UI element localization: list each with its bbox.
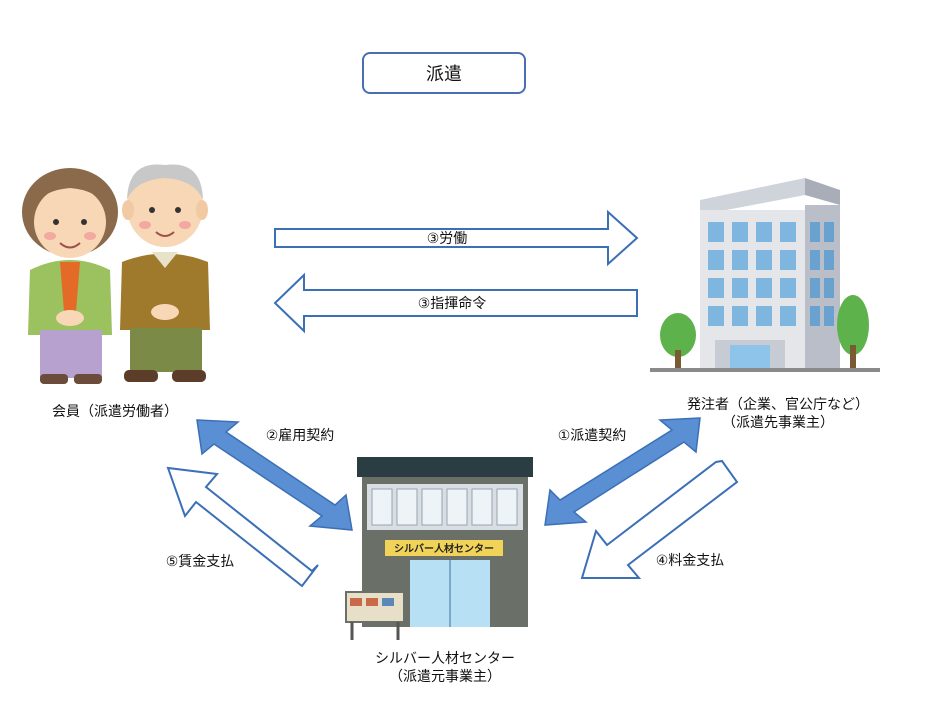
- building-window: [810, 278, 820, 298]
- building-window: [780, 306, 796, 326]
- employment-contract-label: ②雇用契約: [266, 427, 335, 444]
- building-window: [824, 306, 834, 326]
- fee-payment-arrow: [580, 459, 739, 579]
- building-window: [756, 250, 772, 270]
- building-window: [780, 250, 796, 270]
- building-window: [756, 222, 772, 242]
- dispatch-contract-arrow: [544, 417, 701, 526]
- building-window: [756, 278, 772, 298]
- center-label-line2: （派遣元事業主）: [389, 669, 501, 685]
- building-window: [824, 250, 834, 270]
- tree-icons: [650, 295, 880, 372]
- center-sign-label: シルバー人材センター: [394, 542, 494, 555]
- wage-payment-label: ⑤賃金支払: [166, 554, 235, 570]
- center-window: [446, 488, 468, 526]
- employment-contract-arrow: [196, 419, 353, 531]
- building-window: [708, 278, 724, 298]
- center-window: [421, 488, 443, 526]
- client-label-line1: 発注者（企業、官公庁など）: [687, 397, 869, 413]
- command-label: ③指揮命令: [418, 295, 487, 312]
- center-label: シルバー人材センター （派遣元事業主）: [345, 650, 545, 686]
- building-window: [732, 222, 748, 242]
- building-window: [810, 222, 820, 242]
- center-window: [496, 488, 518, 526]
- dispatch-contract-label: ①派遣契約: [558, 428, 627, 444]
- building-window: [708, 250, 724, 270]
- building-window: [824, 278, 834, 298]
- building-window: [810, 306, 820, 326]
- center-window: [371, 488, 393, 526]
- command-arrow: [273, 272, 638, 334]
- page-title: 派遣: [362, 52, 526, 94]
- building-window: [780, 222, 796, 242]
- center-window: [471, 488, 493, 526]
- center-window: [396, 488, 418, 526]
- labor-label: ③労働: [427, 231, 468, 247]
- building-window: [824, 222, 834, 242]
- building-window: [780, 278, 796, 298]
- center-windows: [371, 488, 518, 526]
- building-window: [756, 306, 772, 326]
- client-label: 発注者（企業、官公庁など） （派遣先事業主）: [668, 396, 888, 432]
- labor-arrow: [274, 209, 639, 267]
- client-label-line2: （派遣先事業主）: [722, 415, 834, 431]
- member-label: 会員（派遣労働者）: [52, 404, 178, 420]
- office-building-icon: [700, 178, 840, 370]
- building-windows: [708, 222, 834, 326]
- building-window: [708, 222, 724, 242]
- elderly-couple-icon: [22, 164, 210, 384]
- center-label-line1: シルバー人材センター: [375, 651, 515, 667]
- fee-payment-label: ④料金支払: [656, 553, 725, 569]
- building-window: [732, 278, 748, 298]
- wage-payment-arrow: [166, 466, 319, 588]
- building-window: [708, 306, 724, 326]
- building-window: [732, 250, 748, 270]
- building-window: [732, 306, 748, 326]
- building-window: [810, 250, 820, 270]
